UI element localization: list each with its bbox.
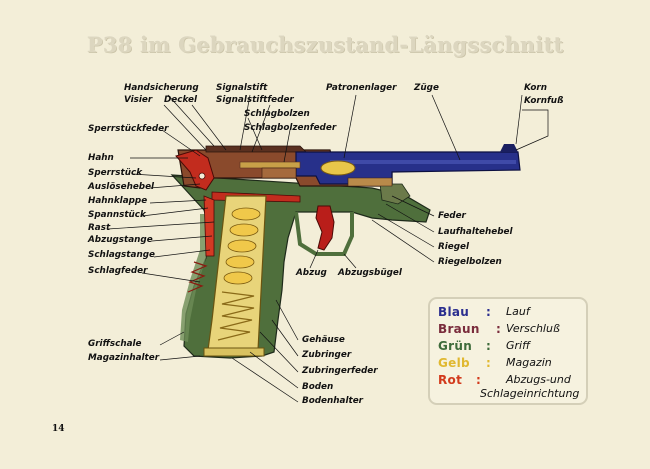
label-signalstift: Signalstift [216, 83, 268, 93]
label-magazinhalter: Magazinhalter [88, 353, 160, 363]
firing-pin [239, 161, 301, 169]
label-ausloesehebel: Auslösehebel [88, 182, 155, 192]
legend-color-name: Braun [438, 322, 480, 336]
trigger [315, 205, 335, 251]
legend-value-continued: Schlageinrichtung [480, 387, 580, 400]
hammer [175, 149, 215, 191]
legend-value: Lauf [506, 305, 530, 318]
label-zubringer: Zubringer [302, 350, 352, 360]
label-deckel: Deckel [164, 95, 198, 105]
label-zuege: Züge [414, 83, 439, 93]
label-schlagfeder: Schlagfeder [88, 266, 148, 276]
label-schlagstange: Schlagstange [88, 250, 155, 260]
trigger-guard [294, 211, 354, 256]
legend-value: Griff [506, 339, 531, 352]
magazine-cartridges [223, 207, 261, 285]
slide-top-cover [205, 145, 307, 153]
breech-block [261, 167, 297, 179]
label-zubringerfeder: Zubringerfeder [302, 366, 378, 376]
label-handsicherung: Handsicherung [124, 83, 199, 93]
legend-value: Abzugs-und [506, 373, 571, 386]
label-gehaeuse: Gehäuse [302, 335, 345, 345]
label-laufhaltehebel: Laufhaltehebel [438, 227, 513, 237]
legend-value: Verschluß [506, 322, 560, 335]
magazine-floorplate [203, 347, 265, 357]
label-bodenhalter: Bodenhalter [302, 396, 363, 406]
label-rast: Rast [88, 223, 111, 233]
label-sperrstueckfeder: Sperrstückfeder [88, 124, 169, 134]
label-signalstiftfeder: Signalstiftfeder [216, 95, 294, 105]
legend-color-name: Blau [438, 305, 470, 319]
leader-lines [107, 94, 549, 403]
front-sight [500, 144, 518, 152]
label-kornfuss: Kornfuß [524, 96, 564, 106]
label-abzug: Abzug [296, 268, 327, 278]
label-riegelbolzen: Riegelbolzen [438, 257, 502, 267]
legend-color-name: Gelb [438, 356, 470, 370]
legend-value: Magazin [506, 356, 552, 369]
barrel-bore [330, 160, 516, 164]
label-hahnklappe: Hahnklappe [88, 196, 148, 206]
grip-panel [180, 214, 212, 342]
label-hahn: Hahn [88, 153, 114, 163]
page-number: 14 [52, 424, 65, 434]
page-title: P38 im Gebrauchszustand-Längsschnitt [86, 32, 564, 57]
color-legend: Blau: Lauf Braun: Verschluß Grün: Griff … [428, 297, 588, 405]
magazine-spring [217, 291, 255, 341]
mainspring [187, 261, 208, 293]
label-feder: Feder [438, 211, 466, 221]
label-boden: Boden [302, 382, 334, 392]
legend-color-name: Rot [438, 373, 463, 387]
label-spannstueck: Spannstück [88, 210, 146, 220]
label-abzugstange: Abzugstange [88, 235, 153, 245]
label-schlagbolzenfeder: Schlagbolzenfeder [244, 123, 337, 133]
hammer-strut [203, 195, 215, 257]
legend-color-name: Grün [438, 339, 473, 353]
locking-block [379, 183, 411, 205]
label-korn: Korn [524, 83, 547, 93]
hammer-pivot [198, 172, 206, 180]
label-patronenlager: Patronenlager [326, 83, 397, 93]
label-sperrstueck: Sperrstück [88, 168, 143, 178]
chambered-cartridge [320, 160, 356, 176]
label-griffschale: Griffschale [88, 339, 142, 349]
label-visier: Visier [124, 95, 153, 105]
recoil-spring [347, 177, 393, 187]
label-riegel: Riegel [438, 242, 470, 252]
label-schlagbolzen: Schlagbolzen [244, 109, 310, 119]
label-abzugsbuegel: Abzugsbügel [338, 268, 402, 278]
